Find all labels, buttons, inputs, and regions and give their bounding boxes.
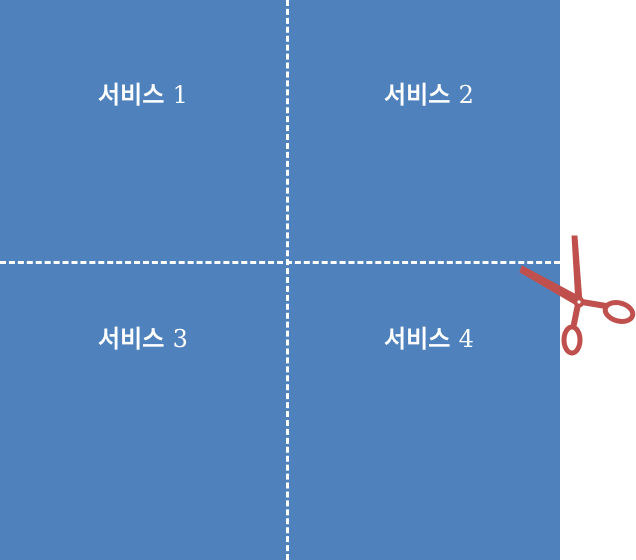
service-3-word: 서비스 bbox=[98, 325, 165, 353]
service-4-number: 4 bbox=[458, 325, 474, 353]
scissors-icon bbox=[519, 235, 636, 356]
service-2-number: 2 bbox=[458, 81, 474, 109]
service-2-label: 서비스 2 bbox=[286, 80, 572, 110]
service-1-word: 서비스 bbox=[98, 81, 165, 109]
service-3-number: 3 bbox=[172, 325, 188, 353]
vertical-cut-line bbox=[286, 0, 289, 560]
horizontal-cut-line bbox=[0, 261, 560, 264]
service-panel: 서비스 1 서비스 2 서비스 3 서비스 4 bbox=[0, 0, 560, 560]
service-2-word: 서비스 bbox=[384, 81, 451, 109]
service-1-number: 1 bbox=[172, 81, 188, 109]
service-3-label: 서비스 3 bbox=[0, 324, 286, 354]
service-1-label: 서비스 1 bbox=[0, 80, 286, 110]
service-4-word: 서비스 bbox=[384, 325, 451, 353]
service-4-label: 서비스 4 bbox=[286, 324, 572, 354]
